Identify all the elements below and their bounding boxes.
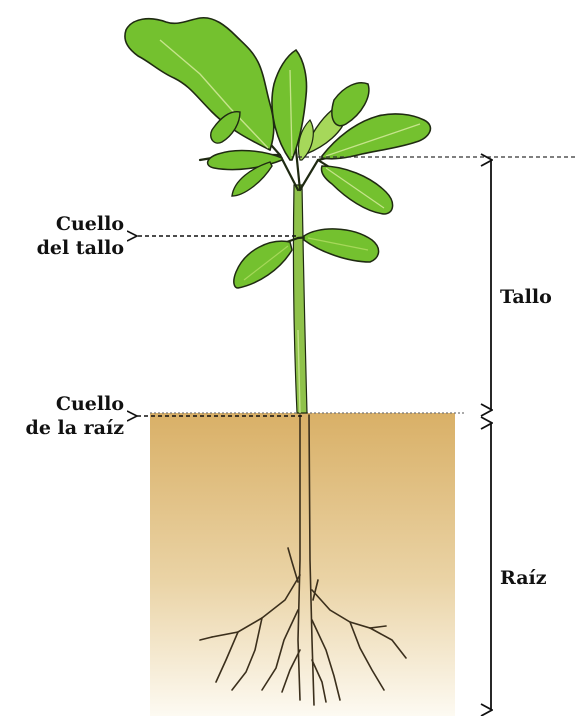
- label-cuello-del-tallo-line1: Cuello: [20, 212, 124, 236]
- leaf-upper-right-2: [332, 83, 369, 126]
- label-cuello-del-tallo: Cuello del tallo: [20, 212, 124, 260]
- leaf-lower-left: [234, 241, 292, 288]
- label-raiz: Raíz: [500, 566, 547, 590]
- stem: [293, 185, 307, 413]
- label-cuello-de-la-raiz-line2: de la raíz: [10, 416, 124, 440]
- label-cuello-del-tallo-line2: del tallo: [20, 236, 124, 260]
- label-tallo: Tallo: [500, 285, 552, 309]
- label-cuello-de-la-raiz-line1: Cuello: [10, 392, 124, 416]
- soil: [150, 413, 455, 716]
- leaf-upper-left-lobe: [211, 112, 240, 143]
- leaf-lower-right: [304, 229, 379, 262]
- label-cuello-de-la-raiz: Cuello de la raíz: [10, 392, 124, 440]
